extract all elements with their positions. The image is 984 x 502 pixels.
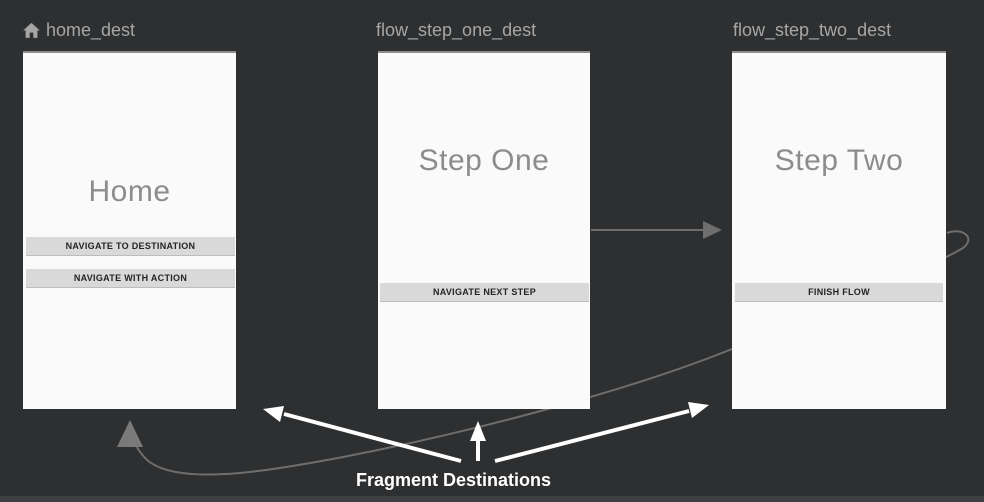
fragment-title: Step Two	[774, 144, 904, 177]
destination-label-text: home_dest	[46, 20, 136, 40]
destination-label-text: flow_step_two_dest	[733, 20, 892, 40]
destination-preview-flow-step-one[interactable]: Step One NAVIGATE NEXT STEP	[378, 51, 590, 409]
arrowhead-icon	[470, 421, 486, 441]
annotation-arrow-to-step-two	[494, 402, 709, 463]
destination-label-text: flow_step_one_dest	[376, 20, 537, 40]
destination-preview-flow-step-two[interactable]: Step Two FINISH FLOW	[732, 51, 946, 409]
finish-flow-button[interactable]: FINISH FLOW	[735, 283, 943, 302]
destination-preview-home[interactable]: Home NAVIGATE TO DESTINATION NAVIGATE WI…	[23, 51, 236, 409]
navigate-with-action-button[interactable]: NAVIGATE WITH ACTION	[26, 269, 235, 288]
fragment-title: Home	[88, 175, 171, 208]
arrowhead-icon	[117, 420, 143, 447]
navigate-to-destination-button[interactable]: NAVIGATE TO DESTINATION	[26, 237, 235, 256]
fragment-title: Step One	[418, 144, 550, 177]
destination-label-flow-step-two[interactable]: flow_step_two_dest	[733, 19, 891, 41]
arrowhead-icon	[688, 402, 709, 418]
annotation-caption: Fragment Destinations	[356, 470, 552, 490]
navigate-next-step-button[interactable]: NAVIGATE NEXT STEP	[380, 283, 589, 302]
home-icon	[23, 22, 40, 38]
canvas-bottom-edge	[0, 496, 984, 502]
edge-step-one-to-step-two[interactable]	[591, 221, 722, 239]
arrowhead-icon	[703, 221, 722, 239]
destination-label-flow-step-one[interactable]: flow_step_one_dest	[376, 19, 536, 41]
destination-label-home[interactable]: home_dest	[22, 19, 135, 41]
arrowhead-icon	[263, 406, 284, 422]
